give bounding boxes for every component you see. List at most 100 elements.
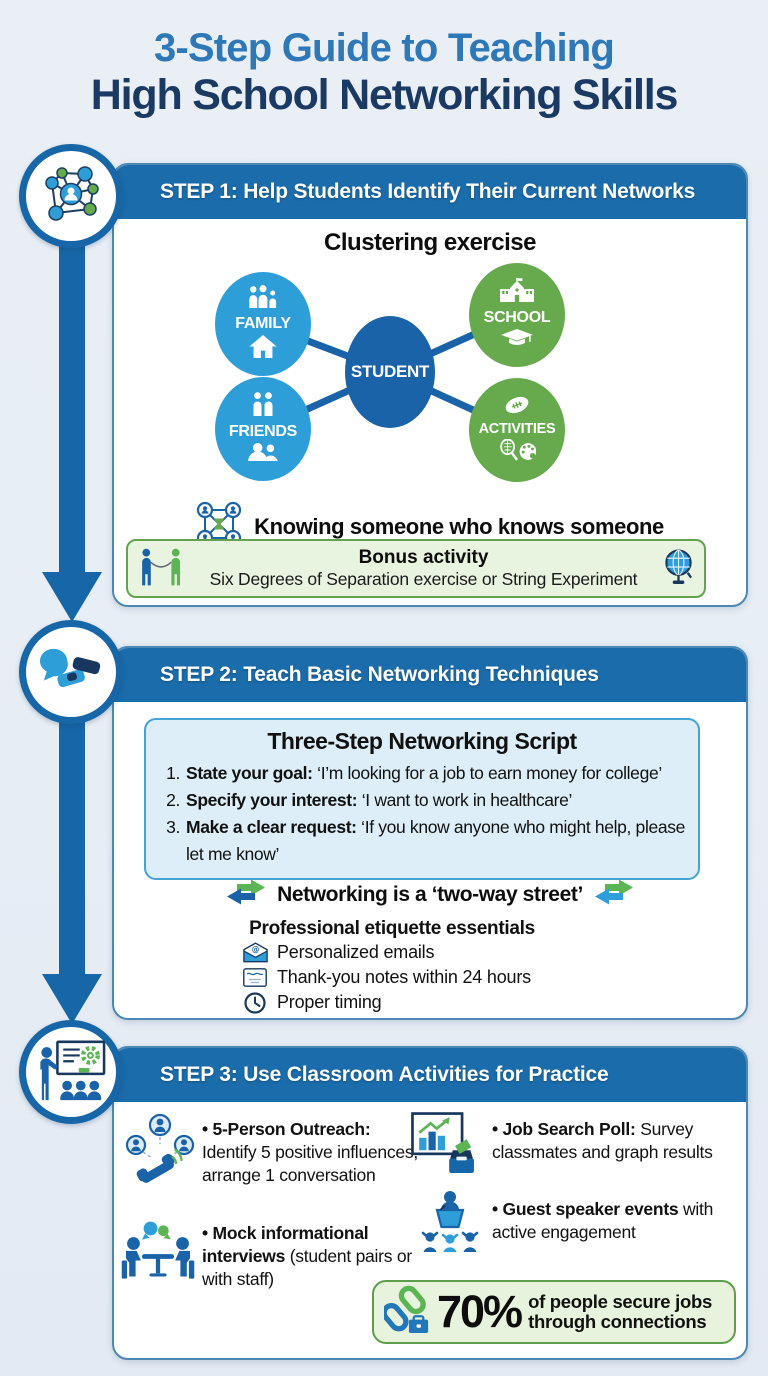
school-building-icon <box>500 278 534 307</box>
thank-you-note-icon <box>242 968 268 987</box>
script-item-2: 2. Specify your interest: ‘I want to wor… <box>158 787 686 814</box>
step2-body: Three-Step Networking Script 1. State yo… <box>114 702 746 1018</box>
cluster-node-label: FRIENDS <box>228 423 298 440</box>
people-group-icon <box>248 443 278 466</box>
flow-arrow-bar-1 <box>59 246 85 574</box>
step3-body: • 5-Person Outreach: Identify 5 positive… <box>114 1102 746 1358</box>
title-line-1: 3-Step Guide to Teaching <box>153 26 615 70</box>
cluster-node-label: ACTIVITIES <box>478 420 556 437</box>
flow-arrow-head-1 <box>42 572 102 622</box>
activity-outreach: • 5-Person Outreach: Identify 5 positive… <box>202 1118 420 1187</box>
script-item-number: 2. <box>166 790 180 810</box>
bonus-activity-box: Bonus activity Six Degrees of Separation… <box>126 539 706 598</box>
activity-text: Survey classmates and graph results <box>492 1119 713 1162</box>
activity-lead: • Guest speaker events <box>492 1199 679 1219</box>
networking-script-box: Three-Step Networking Script 1. State yo… <box>144 718 700 880</box>
etiquette-item-text: Proper timing <box>277 992 382 1012</box>
clock-icon <box>242 991 268 1014</box>
etiquette-item-emails: @ Personalized emails <box>242 940 746 965</box>
string-people-icon <box>138 546 184 591</box>
etiquette-item-text: Personalized emails <box>277 942 435 962</box>
step2-badge <box>19 620 123 724</box>
two-friends-icon <box>249 392 277 421</box>
cluster-node-school: SCHOOL <box>469 263 565 367</box>
activity-lead: • Mock informational interviews <box>202 1223 369 1266</box>
cluster-node-family: FAMILY <box>215 272 311 376</box>
etiquette-block: Professional etiquette essentials @ Pers… <box>114 918 746 1015</box>
activity-text: with active engagement <box>492 1199 714 1242</box>
football-icon <box>503 395 531 419</box>
step2-header: STEP 2: Teach Basic Networking Technique… <box>114 648 746 702</box>
cluster-diagram: FAMILY <box>114 263 746 491</box>
activity-lead: • Job Search Poll: <box>492 1119 636 1139</box>
script-item-lead: Specify your interest: <box>186 790 358 810</box>
statistic-text: of people secure jobs through connection… <box>528 1292 712 1332</box>
script-item-content: State your goal: ‘I’m looking for a job … <box>186 760 662 787</box>
cluster-center-label: STUDENT <box>350 362 430 381</box>
step2-card: STEP 2: Teach Basic Networking Technique… <box>112 646 748 1020</box>
script-item-text: ‘I’m looking for a job to earn money for… <box>312 763 662 783</box>
statistic-box: 70% of people secure jobs through connec… <box>372 1280 736 1344</box>
bonus-activity-title: Bonus activity <box>358 547 489 568</box>
activity-text: (student pairs or with staff) <box>202 1246 412 1289</box>
bonus-activity-content: Bonus activity Six Degrees of Separation… <box>192 547 655 590</box>
outreach-phone-icon <box>124 1113 196 1191</box>
activity-guest-speaker: • Guest speaker events with active engag… <box>492 1198 737 1244</box>
script-item-3: 3. Make a clear request: ‘If you know an… <box>158 814 686 868</box>
step1-tagline-row: Knowing someone who knows someone <box>114 501 746 553</box>
script-item-content: Make a clear request: ‘If you know anyon… <box>186 814 686 868</box>
statistic-value: 70% <box>437 1286 523 1337</box>
cluster-node-activities: ACTIVITIES <box>469 378 565 482</box>
cluster-exercise-title: Clustering exercise <box>324 229 536 256</box>
house-icon <box>249 335 277 363</box>
family-icon <box>245 285 281 313</box>
step1-badge <box>19 144 123 248</box>
activity-job-search-poll: • Job Search Poll: Survey classmates and… <box>492 1118 742 1164</box>
flow-arrow-head-2 <box>42 974 102 1024</box>
guest-speaker-icon <box>420 1190 480 1257</box>
globe-icon <box>663 548 694 590</box>
step1-card: STEP 1: Help Students Identify Their Cur… <box>112 163 748 607</box>
step1-body: Clustering exercise <box>114 219 746 605</box>
cluster-node-label: FAMILY <box>235 315 291 332</box>
cluster-node-label: SCHOOL <box>483 309 551 326</box>
script-item-number: 1. <box>166 763 180 783</box>
network-people-icon <box>38 161 104 232</box>
step3-header: STEP 3: Use Classroom Activities for Pra… <box>114 1048 746 1102</box>
script-title: Three-Step Networking Script <box>267 728 577 754</box>
script-item-1: 1. State your goal: ‘I’m looking for a j… <box>158 760 686 787</box>
title-line-2: High School Networking Skills <box>90 70 679 119</box>
handshake-chat-icon <box>38 644 104 701</box>
two-way-arrows-icon <box>593 878 635 912</box>
two-way-arrows-icon <box>225 878 267 912</box>
etiquette-item-text: Thank-you notes within 24 hours <box>277 967 531 987</box>
script-item-number: 3. <box>166 817 180 837</box>
activity-lead: • 5-Person Outreach: <box>202 1119 371 1139</box>
step2-tagline-row: Networking is a ‘two-way street’ <box>114 878 746 912</box>
etiquette-title: Professional etiquette essentials <box>249 918 535 939</box>
activity-mock-interviews: • Mock informational interviews (student… <box>202 1222 427 1291</box>
statistic-line-2: through connections <box>528 1311 707 1332</box>
statistic-line-1: of people secure jobs <box>528 1291 712 1312</box>
cluster-node-friends: FRIENDS <box>215 377 311 481</box>
step1-tagline: Knowing someone who knows someone <box>254 514 664 539</box>
flow-arrow-bar-2 <box>59 720 85 976</box>
graduation-cap-icon <box>501 329 533 352</box>
etiquette-item-timing: Proper timing <box>242 990 746 1015</box>
svg-text:@: @ <box>251 945 259 954</box>
script-item-content: Specify your interest: ‘I want to work i… <box>186 787 572 814</box>
step2-tagline: Networking is a ‘two-way street’ <box>277 883 583 906</box>
script-item-lead: Make a clear request: <box>186 817 357 837</box>
racket-palette-icon <box>498 438 537 466</box>
etiquette-item-notes: Thank-you notes within 24 hours <box>242 965 746 990</box>
step3-badge <box>19 1020 123 1124</box>
teacher-presentation-icon <box>36 1039 106 1106</box>
script-item-lead: State your goal: <box>186 763 313 783</box>
step3-card: STEP 3: Use Classroom Activities for Pra… <box>112 1046 748 1360</box>
script-item-text: ‘If you know anyone who might help, plea… <box>186 817 686 864</box>
chain-briefcase-icon <box>381 1285 430 1340</box>
email-icon: @ <box>242 942 268 963</box>
page-title: 3-Step Guide to Teaching High School Net… <box>0 26 768 119</box>
script-item-text: ‘I want to work in healthcare’ <box>357 790 573 810</box>
cluster-node-student: STUDENT <box>345 316 435 428</box>
